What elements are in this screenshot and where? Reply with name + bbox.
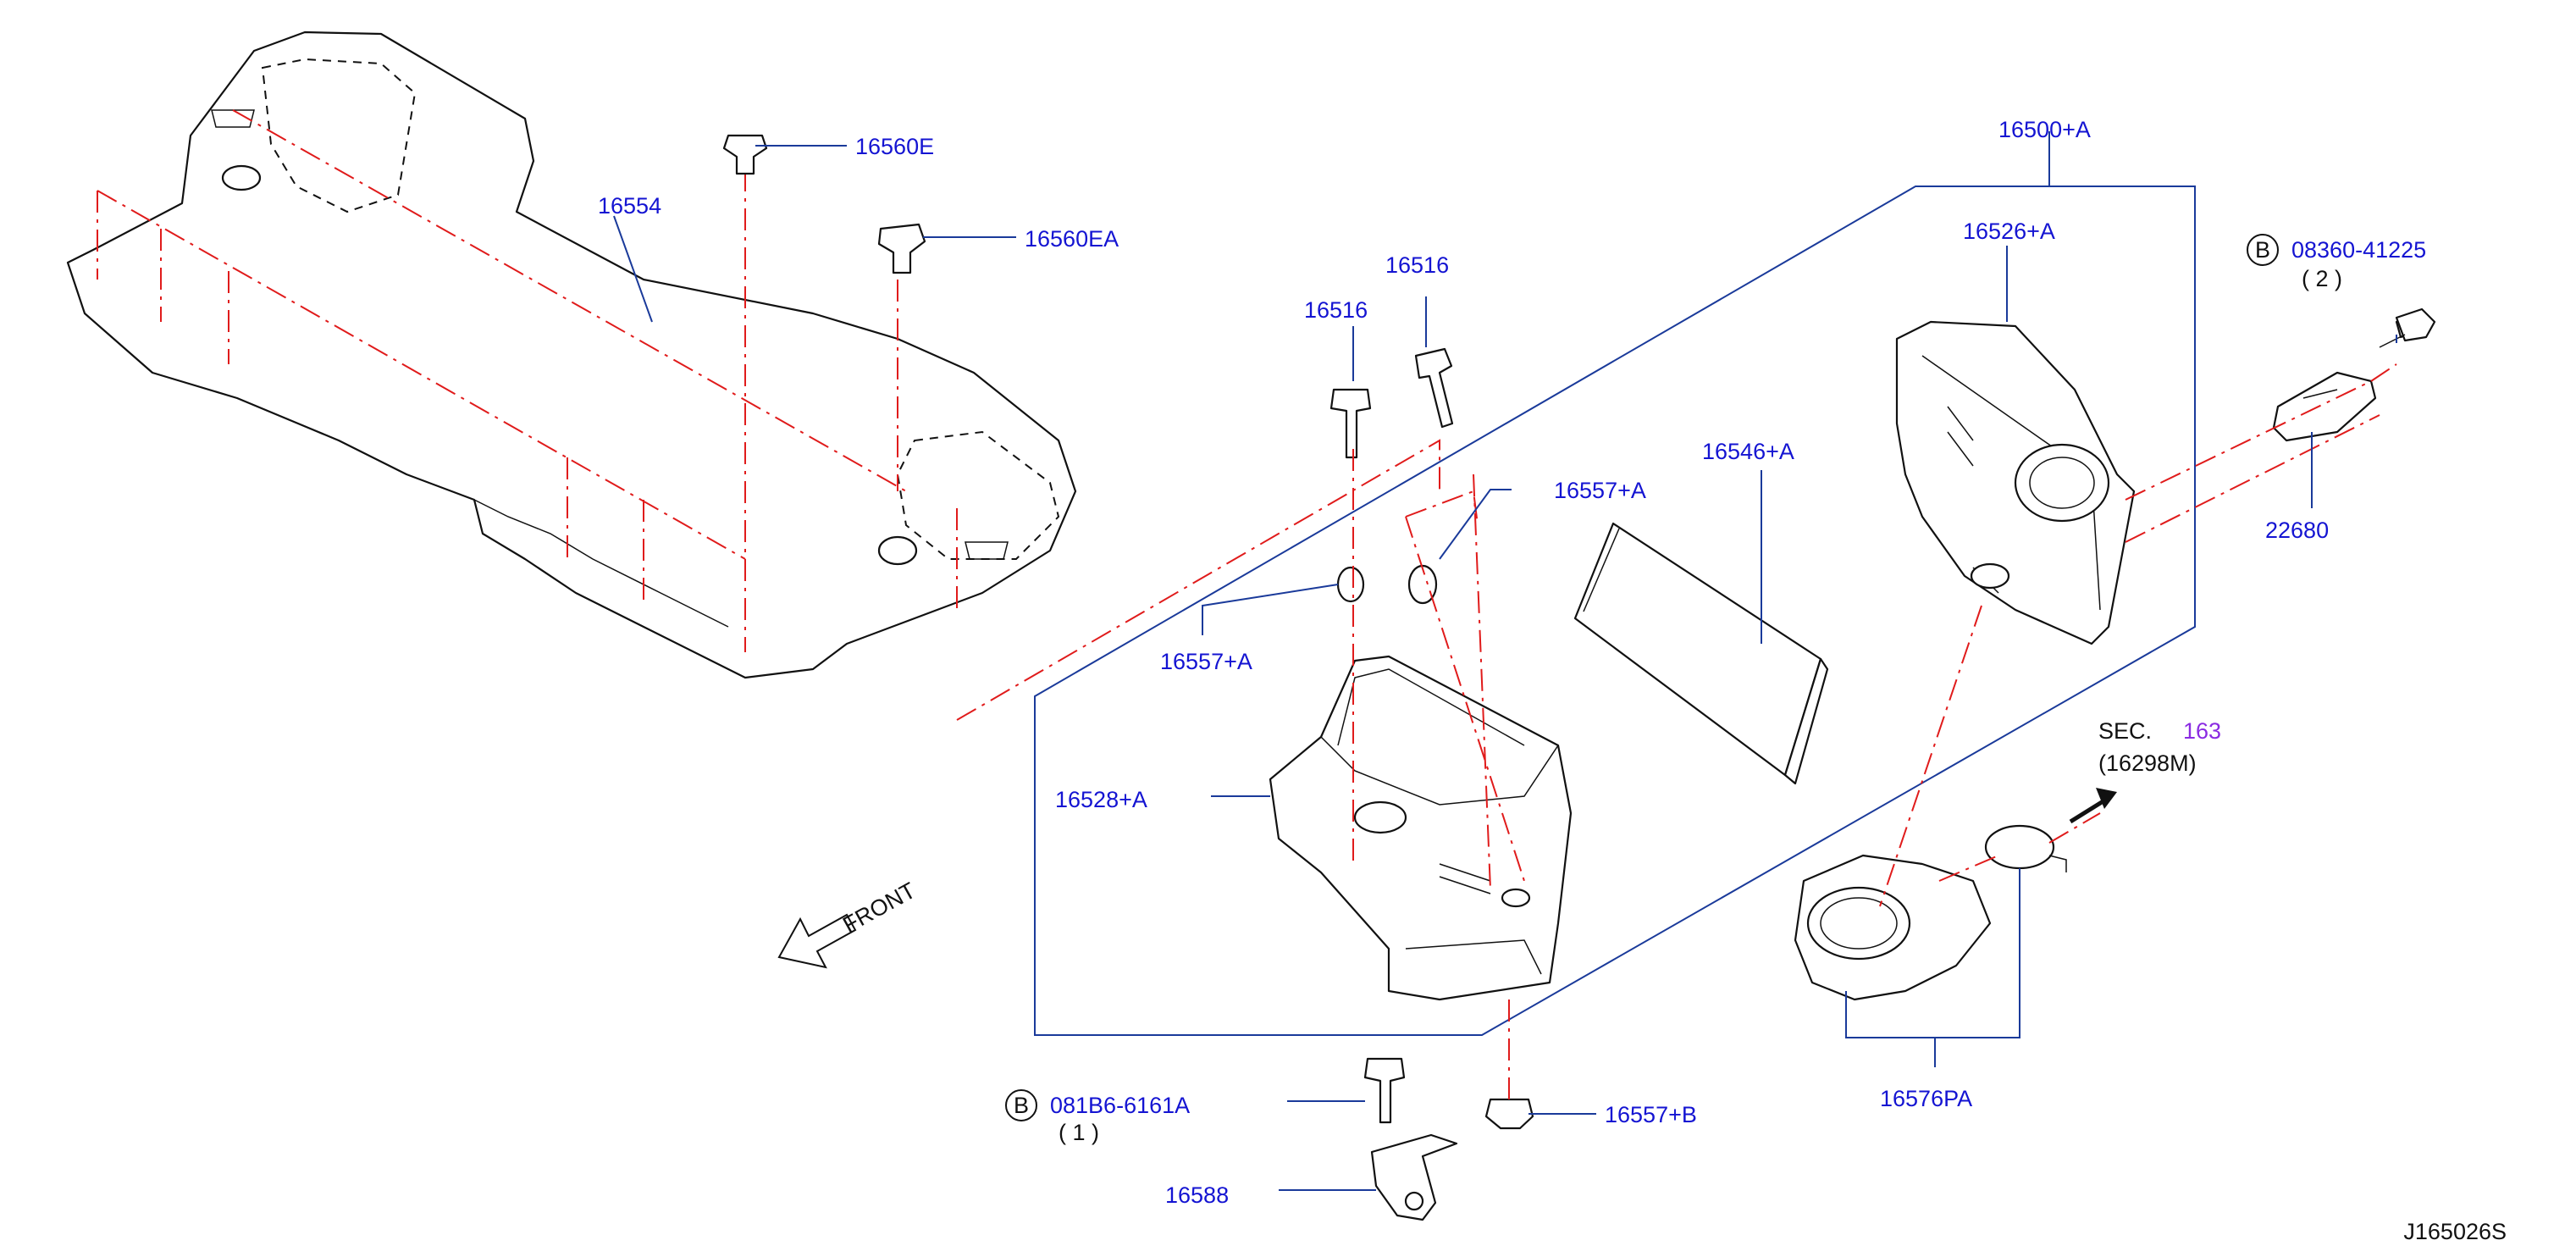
b-marker-top — [2247, 234, 2279, 266]
clip-16560E — [722, 134, 768, 175]
callout-16500A[interactable]: 16500+A — [1998, 117, 2091, 142]
intake-duct-16576PA — [1794, 854, 1992, 1001]
meter-phantom-lines — [2125, 363, 2397, 543]
front-label: FRONT — [838, 878, 920, 938]
grommet-16557A-right — [1407, 564, 1438, 605]
bolt-081B6-6161A-qty: ( 1 ) — [1059, 1120, 1099, 1145]
b-marker-bottom — [1005, 1089, 1037, 1121]
b-marker-bottom-letter: B — [1014, 1093, 1029, 1118]
bolt-08360-41225 — [2379, 307, 2436, 348]
bolt-16516-right — [1414, 347, 1454, 429]
section-sub-ref: (16298M) — [2098, 750, 2197, 776]
callout-16560EA[interactable]: 16560EA — [1025, 226, 1119, 252]
callout-16554[interactable]: 16554 — [598, 193, 661, 219]
air-filter-element-16546A — [1573, 522, 1829, 785]
hose-clamp — [1984, 824, 2067, 872]
callout-16576PA[interactable]: 16576PA — [1880, 1086, 1972, 1111]
callout-16557A-top[interactable]: 16557+A — [1554, 478, 1646, 503]
undercover-panel-16554 — [66, 30, 1077, 679]
callout-16526A[interactable]: 16526+A — [1963, 219, 2055, 244]
bolt-081B6-6161A — [1363, 1057, 1406, 1124]
callout-16516-right[interactable]: 16516 — [1385, 252, 1449, 278]
undercover-phantom-lines — [97, 109, 958, 652]
callout-16588[interactable]: 16588 — [1165, 1182, 1229, 1208]
air-cleaner-lower-body-16528A — [1269, 655, 1573, 1001]
callout-22680[interactable]: 22680 — [2265, 518, 2329, 543]
duct-bracket-lines — [1845, 868, 2020, 1067]
callout-16528A[interactable]: 16528+A — [1055, 787, 1147, 812]
grommet-16557A-left — [1336, 566, 1365, 603]
b-marker-top-letter: B — [2255, 237, 2270, 263]
section-prefix: SEC. — [2098, 718, 2152, 744]
flow-direction-arrow — [2069, 788, 2117, 824]
duct-phantom-lines — [1879, 605, 2101, 907]
bracket-16588 — [1370, 1133, 1458, 1221]
leader-lines — [613, 131, 2397, 1191]
bolt-16516-left — [1329, 388, 1372, 459]
clip-16560EA — [877, 223, 926, 274]
front-direction-arrow — [777, 913, 857, 969]
callout-bolt-081B6-6161A[interactable]: 081B6-6161A — [1050, 1093, 1190, 1118]
callout-16557A-left[interactable]: 16557+A — [1160, 649, 1252, 674]
bolt-08360-41225-qty: ( 2 ) — [2302, 266, 2342, 291]
section-number-link[interactable]: 163 — [2183, 718, 2221, 744]
callout-16516-left[interactable]: 16516 — [1304, 297, 1368, 323]
callout-16546A[interactable]: 16546+A — [1702, 439, 1794, 464]
body-phantom-lines — [956, 439, 1525, 1101]
diagram-code: J165026S — [2403, 1219, 2507, 1244]
callout-16560E[interactable]: 16560E — [855, 134, 934, 159]
assembly-outline-16500A — [1034, 186, 2196, 1036]
callout-16557B[interactable]: 16557+B — [1605, 1102, 1697, 1127]
callout-bolt-08360-41225[interactable]: 08360-41225 — [2291, 237, 2426, 263]
air-cleaner-cover-16526A — [1895, 320, 2136, 645]
grommet-16557B — [1484, 1098, 1534, 1130]
